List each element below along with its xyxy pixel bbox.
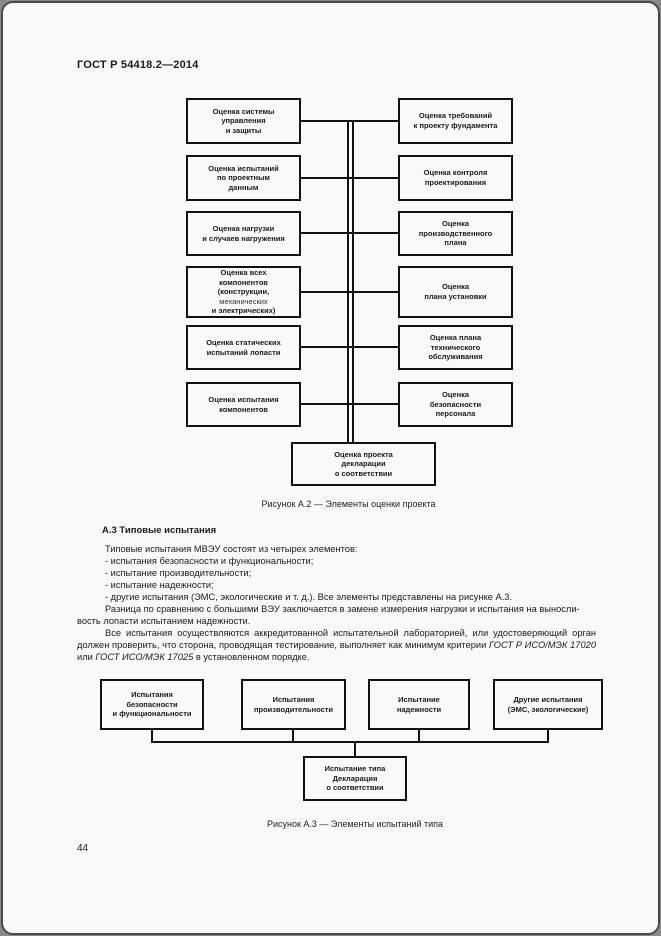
eval-box-personnel-safety: Оценка безопасности персонала	[398, 382, 513, 427]
box-label: Оценка производственного плана	[418, 219, 493, 248]
connector-row2	[301, 177, 398, 179]
stub-box1	[151, 730, 153, 742]
eval-box-loads: Оценка нагрузки и случаев нагружения	[186, 211, 301, 256]
box-label: и электрических)	[211, 306, 276, 316]
test-box-type-declaration: Испытание типа Декларация о соответствии	[303, 756, 407, 801]
box-label: Испытания производительности	[253, 694, 334, 714]
eval-box-control-system: Оценка системы управления и защиты	[186, 98, 301, 144]
box-label: Испытания безопасности и функциональност…	[112, 690, 192, 719]
test-box-safety-functionality: Испытания безопасности и функциональност…	[100, 679, 204, 730]
box-label: Оценка проекта декларации о соответствии	[334, 449, 393, 478]
box-label: Оценка всех компонентов (конструкции,	[217, 268, 270, 297]
connector-row6	[301, 403, 398, 405]
box-label: Оценка испытаний по проектным данным	[208, 163, 279, 192]
paragraph-accreditation: Все испытания осуществляются аккредитова…	[77, 627, 596, 663]
box-label: Другие испытания (ЭМС, экологические)	[507, 694, 589, 714]
figure-a3-caption: Рисунок А.3 — Элементы испытаний типа	[266, 819, 444, 829]
paragraph-type-tests-intro: Типовые испытания МВЭУ состоят из четыре…	[105, 544, 358, 554]
eval-box-production-plan: Оценка производственного плана	[398, 211, 513, 256]
paragraph-text: в установленном порядке.	[193, 652, 310, 662]
box-label: Оценка нагрузки и случаев нагружения	[202, 223, 285, 243]
connector-row5	[301, 346, 398, 348]
standard-reference: ГОСТ ИСО/МЭК 17025	[95, 652, 194, 662]
box-label: Оценка безопасности персонала	[429, 390, 482, 419]
eval-box-maintenance-plan: Оценка плана технического обслуживания	[398, 325, 513, 370]
list-item-safety-function-tests: - испытания безопасности и функционально…	[105, 556, 314, 566]
eval-box-installation-plan: Оценка плана установки	[398, 266, 513, 318]
test-box-reliability: Испытание надежности	[368, 679, 470, 730]
stub-center	[354, 743, 356, 756]
paragraph-text: Все испытания осуществляются аккредитова…	[77, 628, 596, 650]
figure-a2-diagram: Оценка системы управления и защиты Оценк…	[3, 3, 658, 518]
box-label: Оценка контроля проектирования	[423, 168, 488, 187]
box-label: Оценка плана установки	[424, 282, 487, 301]
stub-box2	[292, 730, 294, 742]
box-label: Испытание надежности	[396, 694, 442, 714]
stub-box3	[418, 730, 420, 742]
standard-number-header: ГОСТ Р 54418.2—2014	[77, 59, 199, 71]
connector-row1	[301, 120, 398, 122]
list-item-reliability-test: - испытание надежности;	[105, 580, 214, 590]
eval-box-design-data-tests: Оценка испытаний по проектным данным	[186, 155, 301, 201]
box-label: Оценка испытания компонентов	[208, 394, 279, 414]
eval-box-conformity-statement: Оценка проекта декларации о соответствии	[291, 442, 436, 486]
box-label: Оценка системы управления и защиты	[212, 106, 275, 135]
figure-a2-caption: Рисунок А.2 — Элементы оценки проекта	[261, 499, 436, 509]
box-label: механических	[219, 296, 268, 306]
page-number: 44	[77, 843, 89, 854]
section-a3: А.3 Типовые испытания Типовые испытания …	[77, 525, 596, 663]
eval-box-blade-static-tests: Оценка статических испытаний лопасти	[186, 325, 301, 370]
bus-line	[151, 741, 549, 743]
eval-box-component-tests: Оценка испытания компонентов	[186, 382, 301, 427]
box-label: Испытание типа Декларация о соответствии	[324, 764, 386, 793]
figure-a3-diagram: Испытания безопасности и функциональност…	[3, 673, 658, 838]
eval-box-all-components: Оценка всех компонентов (конструкции, ме…	[186, 266, 301, 318]
box-label: Оценка статических испытаний лопасти	[206, 337, 281, 357]
test-box-other: Другие испытания (ЭМС, экологические)	[493, 679, 603, 730]
eval-box-foundation-requirements: Оценка требований к проекту фундамента	[398, 98, 513, 144]
stub-box4	[547, 730, 549, 742]
box-label: Оценка плана технического обслуживания	[428, 333, 483, 362]
trunk-line-right	[352, 120, 354, 442]
standard-reference: ГОСТ Р ИСО/МЭК 17020	[489, 640, 596, 650]
trunk-line-left	[347, 120, 349, 442]
list-item-performance-test: - испытание производительности;	[105, 568, 252, 578]
list-item-other-tests: - другие испытания (ЭМС, экологические и…	[105, 592, 513, 602]
eval-box-design-control: Оценка контроля проектирования	[398, 155, 513, 201]
connector-row4	[301, 291, 398, 293]
paragraph-difference: Разница по сравнению с большими ВЭУ закл…	[77, 604, 580, 626]
box-label: Оценка требований к проекту фундамента	[413, 111, 498, 130]
test-box-performance: Испытания производительности	[241, 679, 346, 730]
connector-row3	[301, 232, 398, 234]
section-a3-heading: А.3 Типовые испытания	[102, 525, 217, 536]
paragraph-text: или	[77, 652, 96, 662]
